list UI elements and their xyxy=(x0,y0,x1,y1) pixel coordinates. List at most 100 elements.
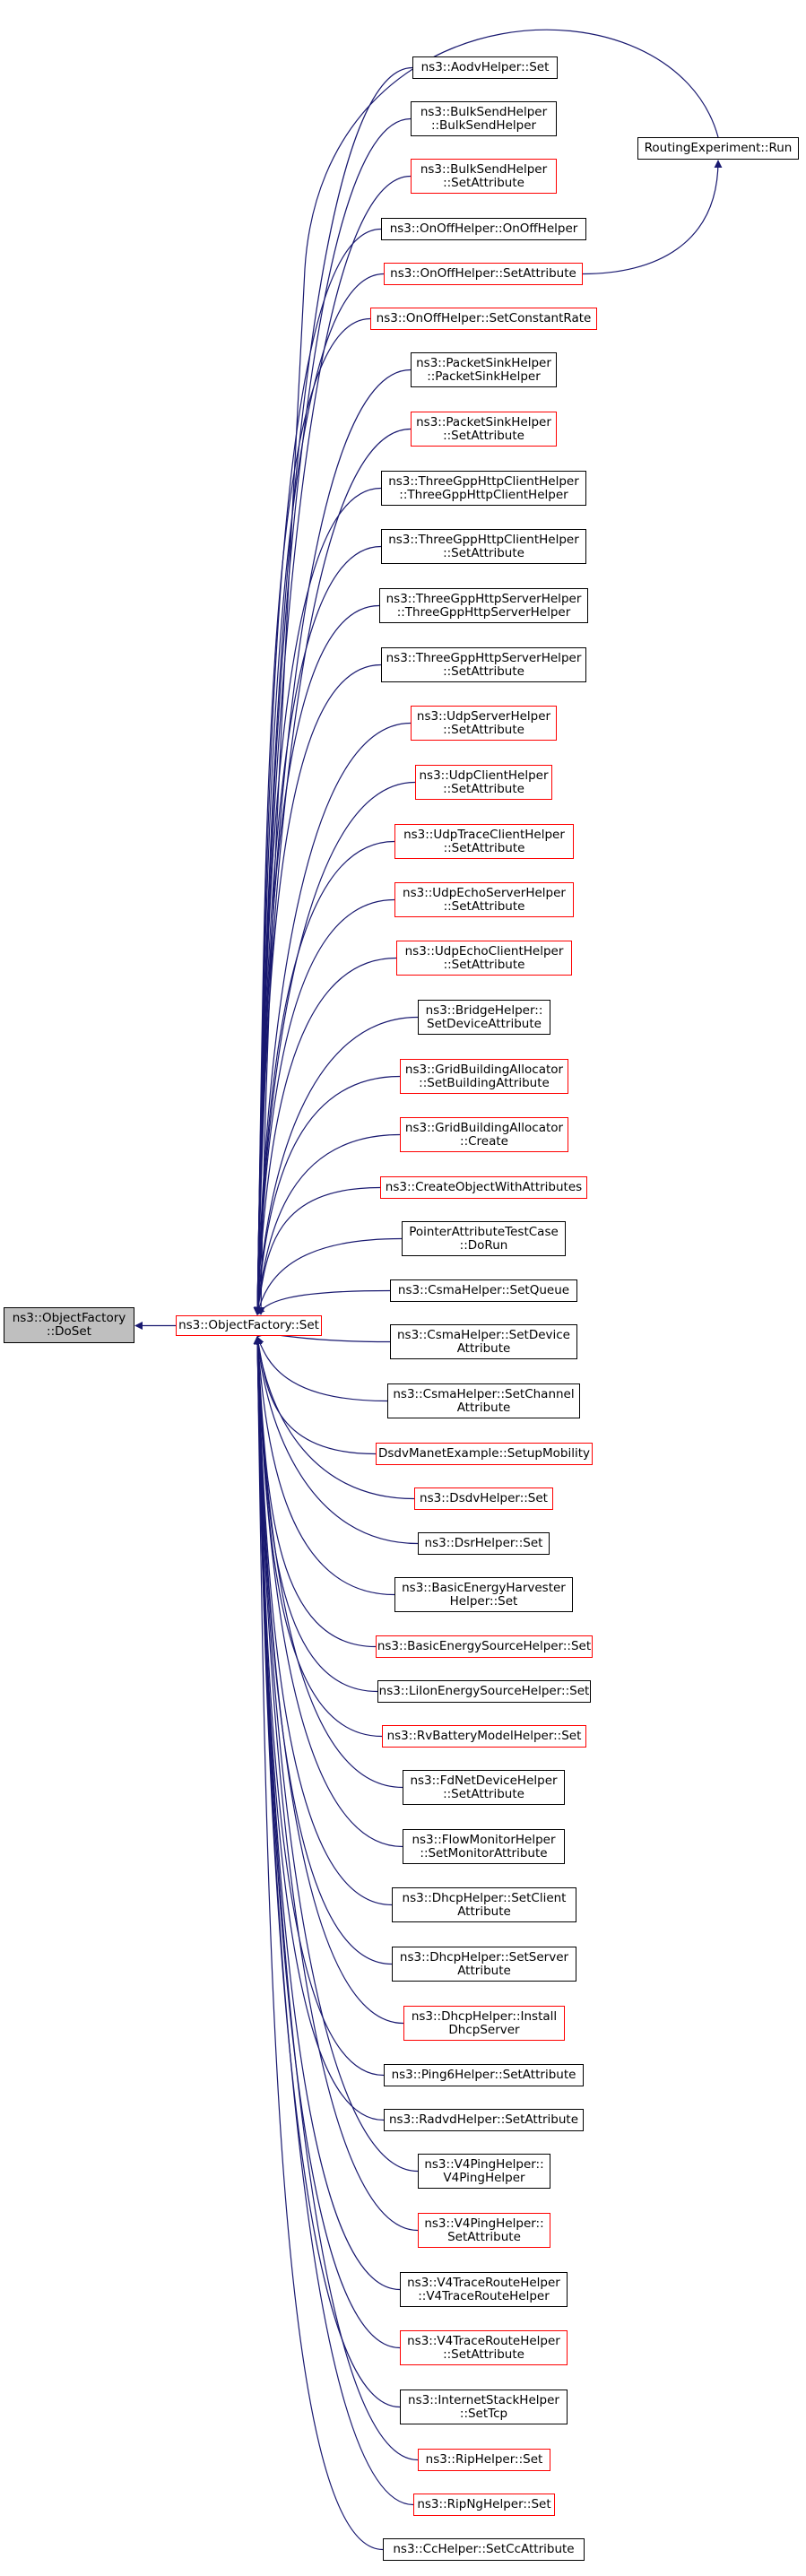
node-label-line: ns3::UdpTraceClientHelper xyxy=(403,827,565,842)
graph-node-c27[interactable]: ns3::DsrHelper::Set xyxy=(418,1532,550,1555)
node-label-line: ::BulkSendHelper xyxy=(430,117,537,133)
node-label-line: ns3::LiIonEnergySourceHelper::Set xyxy=(378,1684,590,1698)
graph-node-c40[interactable]: ns3::V4PingHelper::SetAttribute xyxy=(418,2213,550,2248)
node-label-line: ns3::CsmaHelper::SetQueue xyxy=(397,1283,570,1297)
graph-node-c43[interactable]: ns3::InternetStackHelper::SetTcp xyxy=(400,2390,568,2424)
graph-node-c31[interactable]: ns3::RvBatteryModelHelper::Set xyxy=(382,1725,586,1748)
node-label-line: ::SetAttribute xyxy=(443,2346,524,2362)
graph-node-c39[interactable]: ns3::V4PingHelper::V4PingHelper xyxy=(418,2154,550,2189)
graph-node-c41[interactable]: ns3::V4TraceRouteHelper::V4TraceRouteHel… xyxy=(400,2272,568,2307)
graph-node-c7[interactable]: ns3::PacketSinkHelper::SetAttribute xyxy=(411,412,557,447)
node-label-line: ns3::CsmaHelper::SetChannel xyxy=(393,1386,575,1401)
node-label-line: ::SetAttribute xyxy=(443,898,525,914)
graph-node-c13[interactable]: ns3::UdpClientHelper::SetAttribute xyxy=(415,765,552,800)
graph-node-c32[interactable]: ns3::FdNetDeviceHelper::SetAttribute xyxy=(403,1770,565,1805)
node-label-line: ns3::OnOffHelper::OnOffHelper xyxy=(389,221,578,236)
graph-node-c4[interactable]: ns3::OnOffHelper::SetAttribute xyxy=(384,263,583,285)
node-label-line: ns3::PacketSinkHelper xyxy=(416,414,551,429)
node-label-line: ns3::BridgeHelper:: xyxy=(425,1002,543,1018)
node-label-line: ns3::RadvdHelper::SetAttribute xyxy=(388,2112,579,2127)
graph-node-c45[interactable]: ns3::RipNgHelper::Set xyxy=(413,2494,555,2516)
graph-node-run[interactable]: RoutingExperiment::Run xyxy=(637,137,799,160)
node-label-line: Attribute xyxy=(457,1904,511,1919)
node-label-line: ns3::V4PingHelper:: xyxy=(424,2216,544,2231)
graph-node-c17[interactable]: ns3::BridgeHelper::SetDeviceAttribute xyxy=(418,1000,550,1035)
node-label-line: ns3::ObjectFactory xyxy=(12,1311,126,1325)
graph-node-c12[interactable]: ns3::UdpServerHelper::SetAttribute xyxy=(411,706,557,741)
node-label-line: ns3::RipNgHelper::Set xyxy=(417,2497,551,2511)
graph-node-set[interactable]: ns3::ObjectFactory::Set xyxy=(176,1315,322,1336)
edge-c40-to-set xyxy=(253,1336,419,2232)
node-label-line: ns3::DsrHelper::Set xyxy=(424,1536,543,1550)
node-label-line: ::SetAttribute xyxy=(443,1786,524,1801)
edge-c39-to-set xyxy=(253,1336,419,2173)
graph-node-c11[interactable]: ns3::ThreeGppHttpServerHelper::SetAttrib… xyxy=(381,647,586,682)
node-label-line: ns3::RipHelper::Set xyxy=(425,2452,543,2467)
graph-node-c26[interactable]: ns3::DsdvHelper::Set xyxy=(414,1487,553,1510)
edge-c25-to-set xyxy=(255,1336,377,1455)
graph-node-c21[interactable]: PointerAttributeTestCase::DoRun xyxy=(402,1221,566,1256)
node-label-line: ns3::DhcpHelper::SetServer xyxy=(399,1949,569,1965)
graph-node-c14[interactable]: ns3::UdpTraceClientHelper::SetAttribute xyxy=(394,824,574,859)
edge-c44-to-set xyxy=(253,1336,419,2461)
graph-node-c15[interactable]: ns3::UdpEchoServerHelper::SetAttribute xyxy=(394,882,574,917)
graph-node-c0[interactable]: ns3::AodvHelper::Set xyxy=(412,56,558,79)
edge-c28-to-set xyxy=(254,1336,395,1596)
node-label-line: ns3::OnOffHelper::SetAttribute xyxy=(390,266,576,281)
graph-node-c37[interactable]: ns3::Ping6Helper::SetAttribute xyxy=(384,2064,584,2086)
graph-node-c6[interactable]: ns3::PacketSinkHelper::PacketSinkHelper xyxy=(411,352,557,387)
graph-node-c38[interactable]: ns3::RadvdHelper::SetAttribute xyxy=(384,2109,584,2131)
edge-c19-to-set xyxy=(254,1133,401,1315)
graph-node-c10[interactable]: ns3::ThreeGppHttpServerHelper::ThreeGppH… xyxy=(379,588,588,623)
node-label-line: ns3::InternetStackHelper xyxy=(408,2392,559,2407)
graph-node-c1[interactable]: ns3::BulkSendHelper::BulkSendHelper xyxy=(411,101,557,136)
graph-node-c46[interactable]: ns3::CcHelper::SetCcAttribute xyxy=(383,2538,585,2561)
edge-c33-to-set xyxy=(253,1336,403,1848)
node-label-line: ::SetAttribute xyxy=(443,428,524,443)
graph-node-doset: ns3::ObjectFactory::DoSet xyxy=(4,1307,134,1343)
graph-node-c18[interactable]: ns3::GridBuildingAllocator::SetBuildingA… xyxy=(400,1059,568,1094)
node-label-line: ::PacketSinkHelper xyxy=(427,369,541,384)
graph-node-c2[interactable]: ns3::BulkSendHelper::SetAttribute xyxy=(411,159,557,194)
node-label-line: ::SetMonitorAttribute xyxy=(420,1845,548,1860)
graph-node-c16[interactable]: ns3::UdpEchoClientHelper::SetAttribute xyxy=(396,941,572,976)
node-label-line: ::SetAttribute xyxy=(443,722,524,737)
graph-node-c25[interactable]: DsdvManetExample::SetupMobility xyxy=(376,1443,593,1465)
node-label-line: ::SetAttribute xyxy=(443,664,524,679)
graph-node-c20[interactable]: ns3::CreateObjectWithAttributes xyxy=(380,1176,587,1199)
edge-c24-to-set xyxy=(256,1336,388,1402)
graph-node-c9[interactable]: ns3::ThreeGppHttpClientHelper::SetAttrib… xyxy=(381,529,586,564)
node-label-line: ns3::CcHelper::SetCcAttribute xyxy=(393,2542,575,2556)
edge-c11-to-set xyxy=(253,664,382,1315)
node-label-line: ::SetAttribute xyxy=(443,545,524,560)
node-label-line: ns3::DhcpHelper::Install xyxy=(411,2008,558,2024)
node-label-line: ns3::UdpServerHelper xyxy=(416,708,551,724)
graph-node-c30[interactable]: ns3::LiIonEnergySourceHelper::Set xyxy=(377,1680,591,1703)
graph-node-c22[interactable]: ns3::CsmaHelper::SetQueue xyxy=(390,1279,577,1302)
node-label-line: ns3::BulkSendHelper xyxy=(420,161,548,177)
node-label-line: ::SetAttribute xyxy=(443,840,525,855)
edge-c27-to-set xyxy=(254,1336,419,1545)
graph-node-c8[interactable]: ns3::ThreeGppHttpClientHelper::ThreeGppH… xyxy=(381,471,586,506)
node-label-line: Helper::Set xyxy=(449,1593,518,1609)
node-label-line: ns3::OnOffHelper::SetConstantRate xyxy=(376,311,592,325)
graph-node-c33[interactable]: ns3::FlowMonitorHelper::SetMonitorAttrib… xyxy=(403,1829,565,1864)
graph-node-c5[interactable]: ns3::OnOffHelper::SetConstantRate xyxy=(370,308,597,330)
graph-node-c44[interactable]: ns3::RipHelper::Set xyxy=(418,2449,550,2471)
graph-node-c19[interactable]: ns3::GridBuildingAllocator::Create xyxy=(400,1117,568,1152)
graph-node-c3[interactable]: ns3::OnOffHelper::OnOffHelper xyxy=(381,218,586,240)
edge-c17-to-set xyxy=(253,1016,419,1315)
graph-node-c42[interactable]: ns3::V4TraceRouteHelper::SetAttribute xyxy=(400,2330,568,2365)
graph-node-c29[interactable]: ns3::BasicEnergySourceHelper::Set xyxy=(376,1635,593,1658)
node-label-line: ns3::ThreeGppHttpClientHelper xyxy=(388,473,579,489)
node-label-line: ns3::ThreeGppHttpServerHelper xyxy=(386,591,582,606)
node-label-line: Attribute xyxy=(456,1340,511,1356)
edge-c42-to-set xyxy=(253,1336,401,2349)
node-label-line: DsdvManetExample::SetupMobility xyxy=(377,1446,591,1461)
